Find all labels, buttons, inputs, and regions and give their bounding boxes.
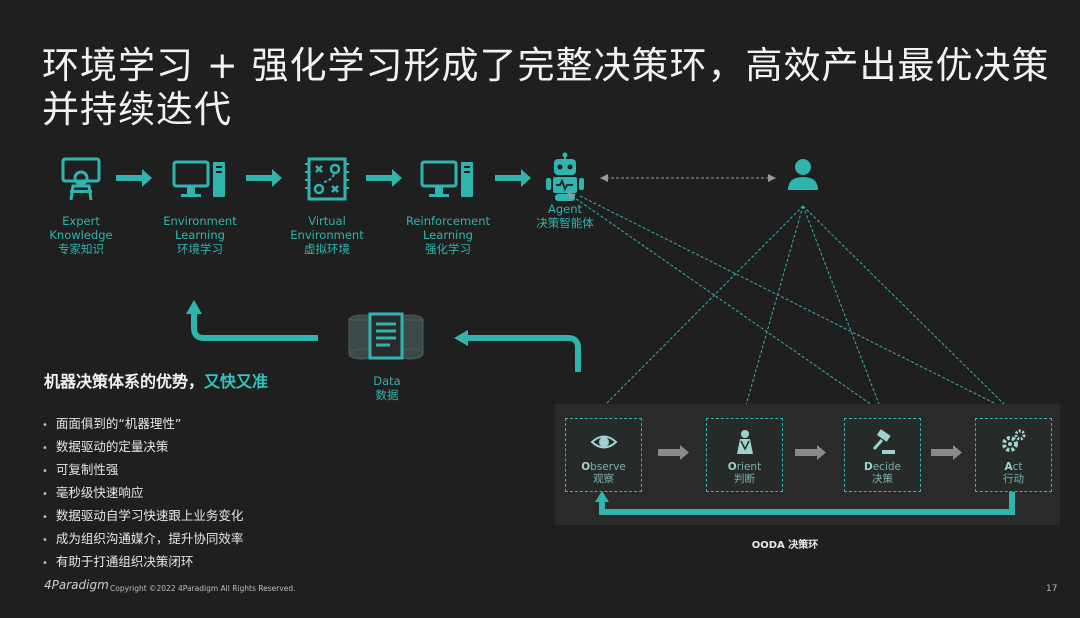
page-number: 17 [1046,584,1058,594]
step-label: Reinforcement Learning 强化学习 [405,214,491,256]
copyright-text: Copyright ©2022 4Paradigm All Rights Res… [110,584,296,593]
person-pillar-icon [731,429,759,455]
robot-icon [542,152,588,201]
list-item: •有助于打通组织决策闭环 [42,554,194,569]
step-label: Expert Knowledge 专家知识 [49,214,113,256]
list-item: •面面俱到的“机器理性” [42,416,182,431]
computer-icon [420,156,473,202]
step-reinforcement-learning: Reinforcement Learning 强化学习 [388,150,508,256]
database-document-icon [346,308,426,374]
ooda-flow-arrows [595,445,1015,515]
list-item: •数据驱动的定量决策 [42,439,169,454]
advantages-title-prefix: 机器决策体系的优势， [44,372,205,391]
computer-icon [172,156,225,202]
list-item: •成为组织沟通媒介，提升协同效率 [42,531,244,546]
person-icon [785,156,821,196]
strategy-board-icon [304,156,350,202]
company-logo: 4Paradigm [44,578,109,592]
step-label: Environment Learning 环境学习 [163,214,237,256]
step-environment-learning: Environment Learning 环境学习 [140,150,260,256]
list-item: •数据驱动自学习快速跟上业务变化 [42,508,244,523]
gavel-icon [869,429,897,455]
advantages-title: 机器决策体系的优势，又快又准 [44,368,268,392]
list-item: •毫秒级快速响应 [42,485,144,500]
step-expert-knowledge: Expert Knowledge 专家知识 [21,150,141,256]
step-virtual-environment: Virtual Environment 虚拟环境 [267,150,387,256]
page-title: 环境学习 + 强化学习形成了完整决策环，高效产出最优决策并持续迭代 [42,44,1050,131]
flow-arrow [116,169,152,187]
flow-arrow [246,169,282,187]
advantages-title-highlight: 又快又准 [204,372,269,391]
list-item: •可复制性强 [42,462,119,477]
ooda-caption: OODA 决策环 [751,540,819,551]
step-label: Virtual Environment 虚拟环境 [290,214,364,256]
flow-arrow [366,169,402,187]
data-label: Data 数据 [373,374,401,402]
advantages-list: •面面俱到的“机器理性” •数据驱动的定量决策 •可复制性强 •毫秒级快速响应 … [42,412,243,573]
eye-icon [590,429,618,455]
flow-arrow [495,169,531,187]
expert-knowledge-icon [58,156,104,202]
gears-icon [1000,429,1028,455]
